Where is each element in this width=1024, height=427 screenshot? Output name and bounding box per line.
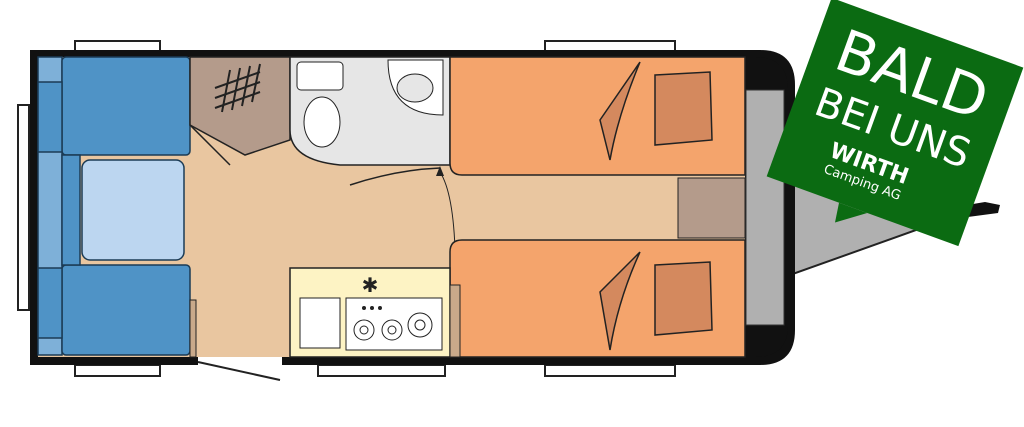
table (81, 159, 185, 261)
toilet-tank (296, 61, 344, 91)
bathroom (289, 56, 456, 301)
sink-icon (299, 297, 341, 349)
pillow (654, 261, 713, 336)
promo-sign: BALD BEI UNS WIRTH Camping AG (766, 0, 1024, 247)
toilet-icon (303, 96, 341, 148)
fridge-icon: ✱ (362, 275, 379, 297)
bed-bottom (449, 239, 746, 358)
pillow (654, 71, 713, 146)
stove-icon (345, 297, 443, 351)
front-cabinet (677, 177, 746, 239)
front-storage (745, 89, 785, 326)
kitchen: ✱ (289, 267, 461, 358)
sink-icon (396, 73, 434, 103)
dinette (37, 56, 191, 356)
entrance-door (198, 357, 282, 365)
bed-top (449, 56, 746, 176)
wardrobe (189, 56, 291, 166)
